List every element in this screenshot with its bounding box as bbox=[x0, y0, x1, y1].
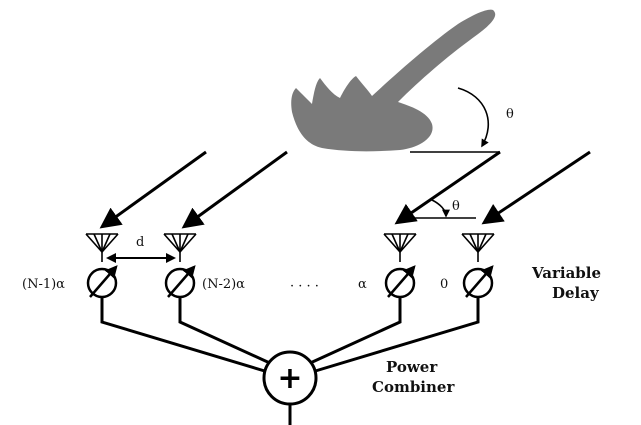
antenna-icon bbox=[163, 233, 197, 262]
antenna-icon bbox=[461, 233, 495, 262]
beam-lobe bbox=[291, 9, 496, 152]
variable-delay-icon bbox=[462, 265, 494, 299]
delay-label-4: 0 bbox=[440, 277, 448, 292]
variable-delay-icon bbox=[86, 265, 118, 299]
delay-label-3: α bbox=[358, 277, 367, 292]
spacing-label: d bbox=[136, 235, 144, 250]
power-combiner-icon: + bbox=[262, 350, 318, 406]
delay-label-2: (N-2)α bbox=[202, 277, 245, 292]
delay-ellipsis: · · · · bbox=[290, 279, 319, 294]
theta-top-label: θ bbox=[506, 107, 514, 122]
variable-delay-caption-line2: Delay bbox=[552, 284, 600, 302]
incident-ray-1 bbox=[99, 150, 207, 229]
feed-lines bbox=[100, 297, 480, 374]
power-combiner-caption-line2: Combiner bbox=[372, 378, 455, 396]
antenna-icon bbox=[383, 233, 417, 262]
incident-ray-2 bbox=[181, 150, 288, 229]
theta-bottom-label: θ bbox=[452, 199, 460, 214]
delay-label-1: (N-1)α bbox=[22, 277, 65, 292]
incident-ray-4 bbox=[481, 150, 591, 225]
theta-top-arc bbox=[457, 87, 490, 148]
power-combiner-caption-line1: Power bbox=[386, 358, 438, 376]
combiner-plus: + bbox=[277, 361, 302, 396]
antenna-icon bbox=[85, 233, 119, 262]
variable-delay-icon bbox=[164, 265, 196, 299]
variable-delay-icon bbox=[384, 265, 416, 299]
variable-delay-caption-line1: Variable bbox=[531, 264, 601, 282]
incident-ray-3 bbox=[394, 150, 501, 225]
theta-bottom-arc bbox=[431, 199, 450, 218]
